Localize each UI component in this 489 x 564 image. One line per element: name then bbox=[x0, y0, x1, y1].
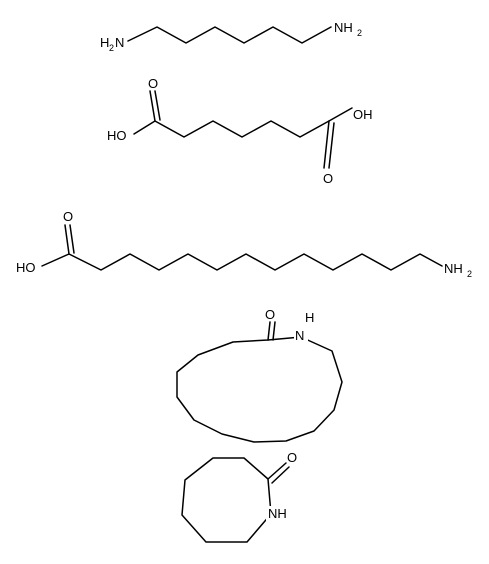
molecule-caprolactam: O NH bbox=[181, 450, 297, 543]
mol4-co-2 bbox=[272, 321, 276, 341]
mol3-nh2-label: NH bbox=[444, 261, 463, 276]
mol3-ho-left: HO bbox=[16, 260, 36, 275]
mol2-co-left-1 bbox=[149, 90, 156, 122]
mol5-o-label: O bbox=[287, 450, 297, 465]
molecule-aminododecanoic-acid: O HO NH 2 bbox=[16, 209, 472, 279]
mol1-nh2-sub: 2 bbox=[357, 28, 362, 38]
mol5-ring bbox=[181, 457, 272, 543]
mol2-o-bottom: O bbox=[323, 171, 333, 186]
mol5-co-2 bbox=[271, 466, 290, 484]
mol5-nh-label: NH bbox=[268, 506, 287, 521]
mol4-ring bbox=[176, 336, 343, 443]
mol5-nh-mask bbox=[266, 506, 290, 522]
mol1-h2n-sub: 2 bbox=[109, 43, 114, 53]
mol3-co-1 bbox=[64, 224, 70, 255]
mol3-o-top: O bbox=[63, 209, 73, 224]
mol1-h2n-n: N bbox=[115, 35, 124, 50]
molecule-hexamethylenediamine: H 2 N NH 2 bbox=[100, 20, 362, 53]
mol4-co-1 bbox=[267, 321, 271, 341]
mol2-co-right-1 bbox=[323, 120, 330, 169]
mol3-nh2-sub: 2 bbox=[467, 269, 472, 279]
molecule-laurolactam: O H N bbox=[176, 307, 343, 443]
mol3-chain bbox=[41, 253, 443, 271]
mol1-h2n-h: H bbox=[100, 35, 109, 50]
mol2-co-left-2 bbox=[154, 90, 161, 121]
mol2-ho-left: HO bbox=[107, 128, 127, 143]
mol4-n-label: N bbox=[295, 328, 304, 343]
mol2-chain bbox=[133, 120, 330, 138]
mol4-o-label: O bbox=[265, 307, 275, 322]
mol2-co-right-2 bbox=[328, 122, 335, 169]
mol2-oh-right: OH bbox=[353, 107, 373, 122]
mol2-oh-right-bond bbox=[328, 107, 353, 122]
mol1-nh2-label: NH bbox=[334, 20, 353, 35]
mol4-n-mask bbox=[294, 329, 308, 345]
mol4-h-label: H bbox=[305, 310, 314, 325]
mol5-co-1 bbox=[267, 462, 287, 480]
mol2-o-top: O bbox=[148, 76, 158, 91]
mol3-co-2 bbox=[69, 224, 75, 254]
mol1-chain bbox=[127, 26, 332, 44]
molecule-adipic-acid: O HO OH O bbox=[107, 76, 373, 186]
